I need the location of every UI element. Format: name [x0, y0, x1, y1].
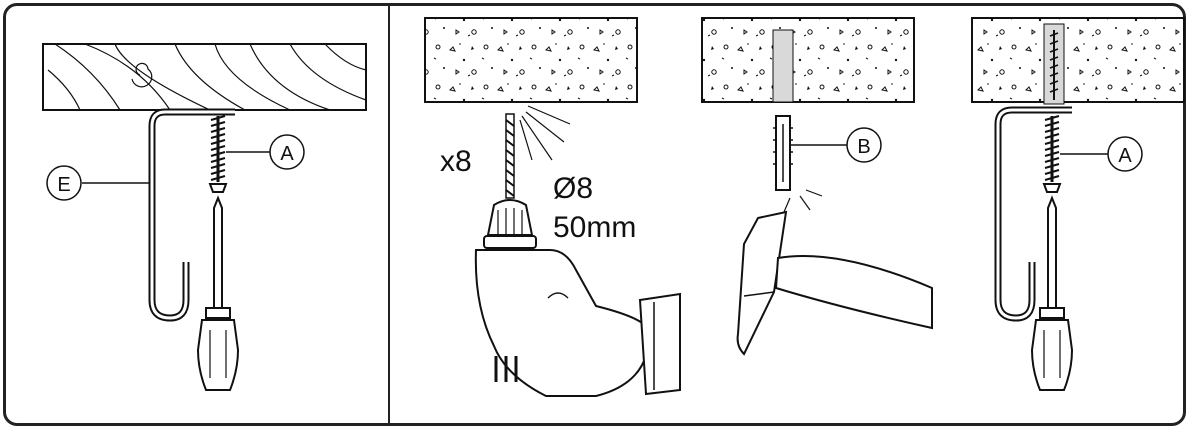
hook-bracket-icon [994, 106, 1072, 322]
concrete-ceiling-icon [971, 17, 1185, 105]
label-part-A: A [280, 143, 294, 165]
screw-icon [208, 115, 228, 193]
callout-A: A [226, 134, 305, 170]
concrete-ceiling-icon [701, 17, 915, 103]
screw-icon [1042, 115, 1062, 193]
label-part-E: E [57, 174, 70, 196]
label-part-B: B [857, 136, 870, 158]
hook-bracket-icon [148, 108, 235, 322]
callout-B: B [790, 127, 882, 163]
screwdriver-icon [1030, 195, 1074, 391]
impact-lines [783, 189, 823, 213]
screwdriver-icon [196, 195, 240, 391]
panel-1-wood-mounting: A E [42, 43, 367, 391]
quantity-label: x8 [440, 145, 472, 178]
concrete-ceiling-icon [424, 17, 638, 103]
panel-divider [388, 6, 390, 426]
label-part-A: A [1118, 145, 1132, 167]
hammer-icon [736, 210, 933, 356]
panel-4-final-mounting: A [971, 17, 1185, 391]
panel-2-drilling: x8 Ø8 50mm [424, 17, 681, 397]
wall-plug-icon [773, 115, 793, 191]
panel-3-plugging: B [701, 17, 933, 356]
drill-bit-icon [505, 105, 571, 199]
callout-A: A [1060, 136, 1143, 172]
drill-depth-label: 50mm [553, 211, 636, 244]
drill-diameter-label: Ø8 [553, 172, 593, 205]
callout-E: E [46, 165, 150, 201]
wood-beam-icon [42, 43, 367, 111]
instruction-frame [3, 3, 1186, 426]
drill-icon [474, 199, 681, 397]
